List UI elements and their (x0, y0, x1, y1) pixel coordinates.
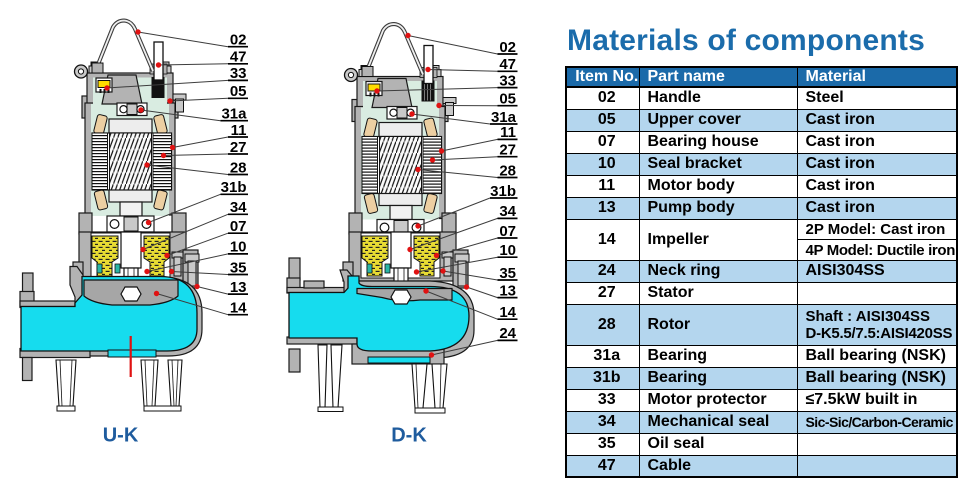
svg-text:34: 34 (499, 203, 516, 220)
svg-text:31b: 31b (490, 183, 516, 200)
svg-text:10: 10 (230, 239, 247, 256)
svg-text:14: 14 (499, 304, 516, 321)
svg-text:13: 13 (230, 279, 247, 296)
svg-text:35: 35 (230, 259, 247, 276)
svg-text:35: 35 (499, 265, 516, 282)
svg-text:33: 33 (230, 65, 247, 82)
svg-text:13: 13 (499, 282, 516, 299)
svg-text:05: 05 (230, 83, 247, 100)
svg-text:U-K: U-K (103, 425, 139, 447)
svg-text:02: 02 (230, 32, 247, 49)
svg-text:31a: 31a (491, 109, 517, 126)
svg-text:07: 07 (230, 218, 247, 235)
svg-text:07: 07 (499, 223, 516, 240)
svg-text:02: 02 (499, 39, 516, 56)
svg-text:10: 10 (499, 242, 516, 259)
svg-text:05: 05 (499, 91, 516, 108)
svg-text:27: 27 (499, 142, 516, 159)
svg-text:24: 24 (499, 325, 516, 342)
svg-text:47: 47 (230, 49, 247, 66)
svg-text:34: 34 (230, 199, 247, 216)
svg-text:11: 11 (231, 122, 247, 139)
svg-text:31a: 31a (221, 106, 247, 123)
svg-text:27: 27 (230, 139, 247, 156)
svg-text:33: 33 (499, 72, 516, 89)
svg-text:11: 11 (500, 124, 516, 141)
svg-text:28: 28 (499, 162, 516, 179)
svg-text:D-K: D-K (391, 425, 427, 447)
svg-text:31b: 31b (221, 179, 247, 196)
svg-text:47: 47 (499, 56, 516, 73)
svg-text:14: 14 (230, 300, 247, 317)
svg-text:28: 28 (230, 159, 247, 176)
